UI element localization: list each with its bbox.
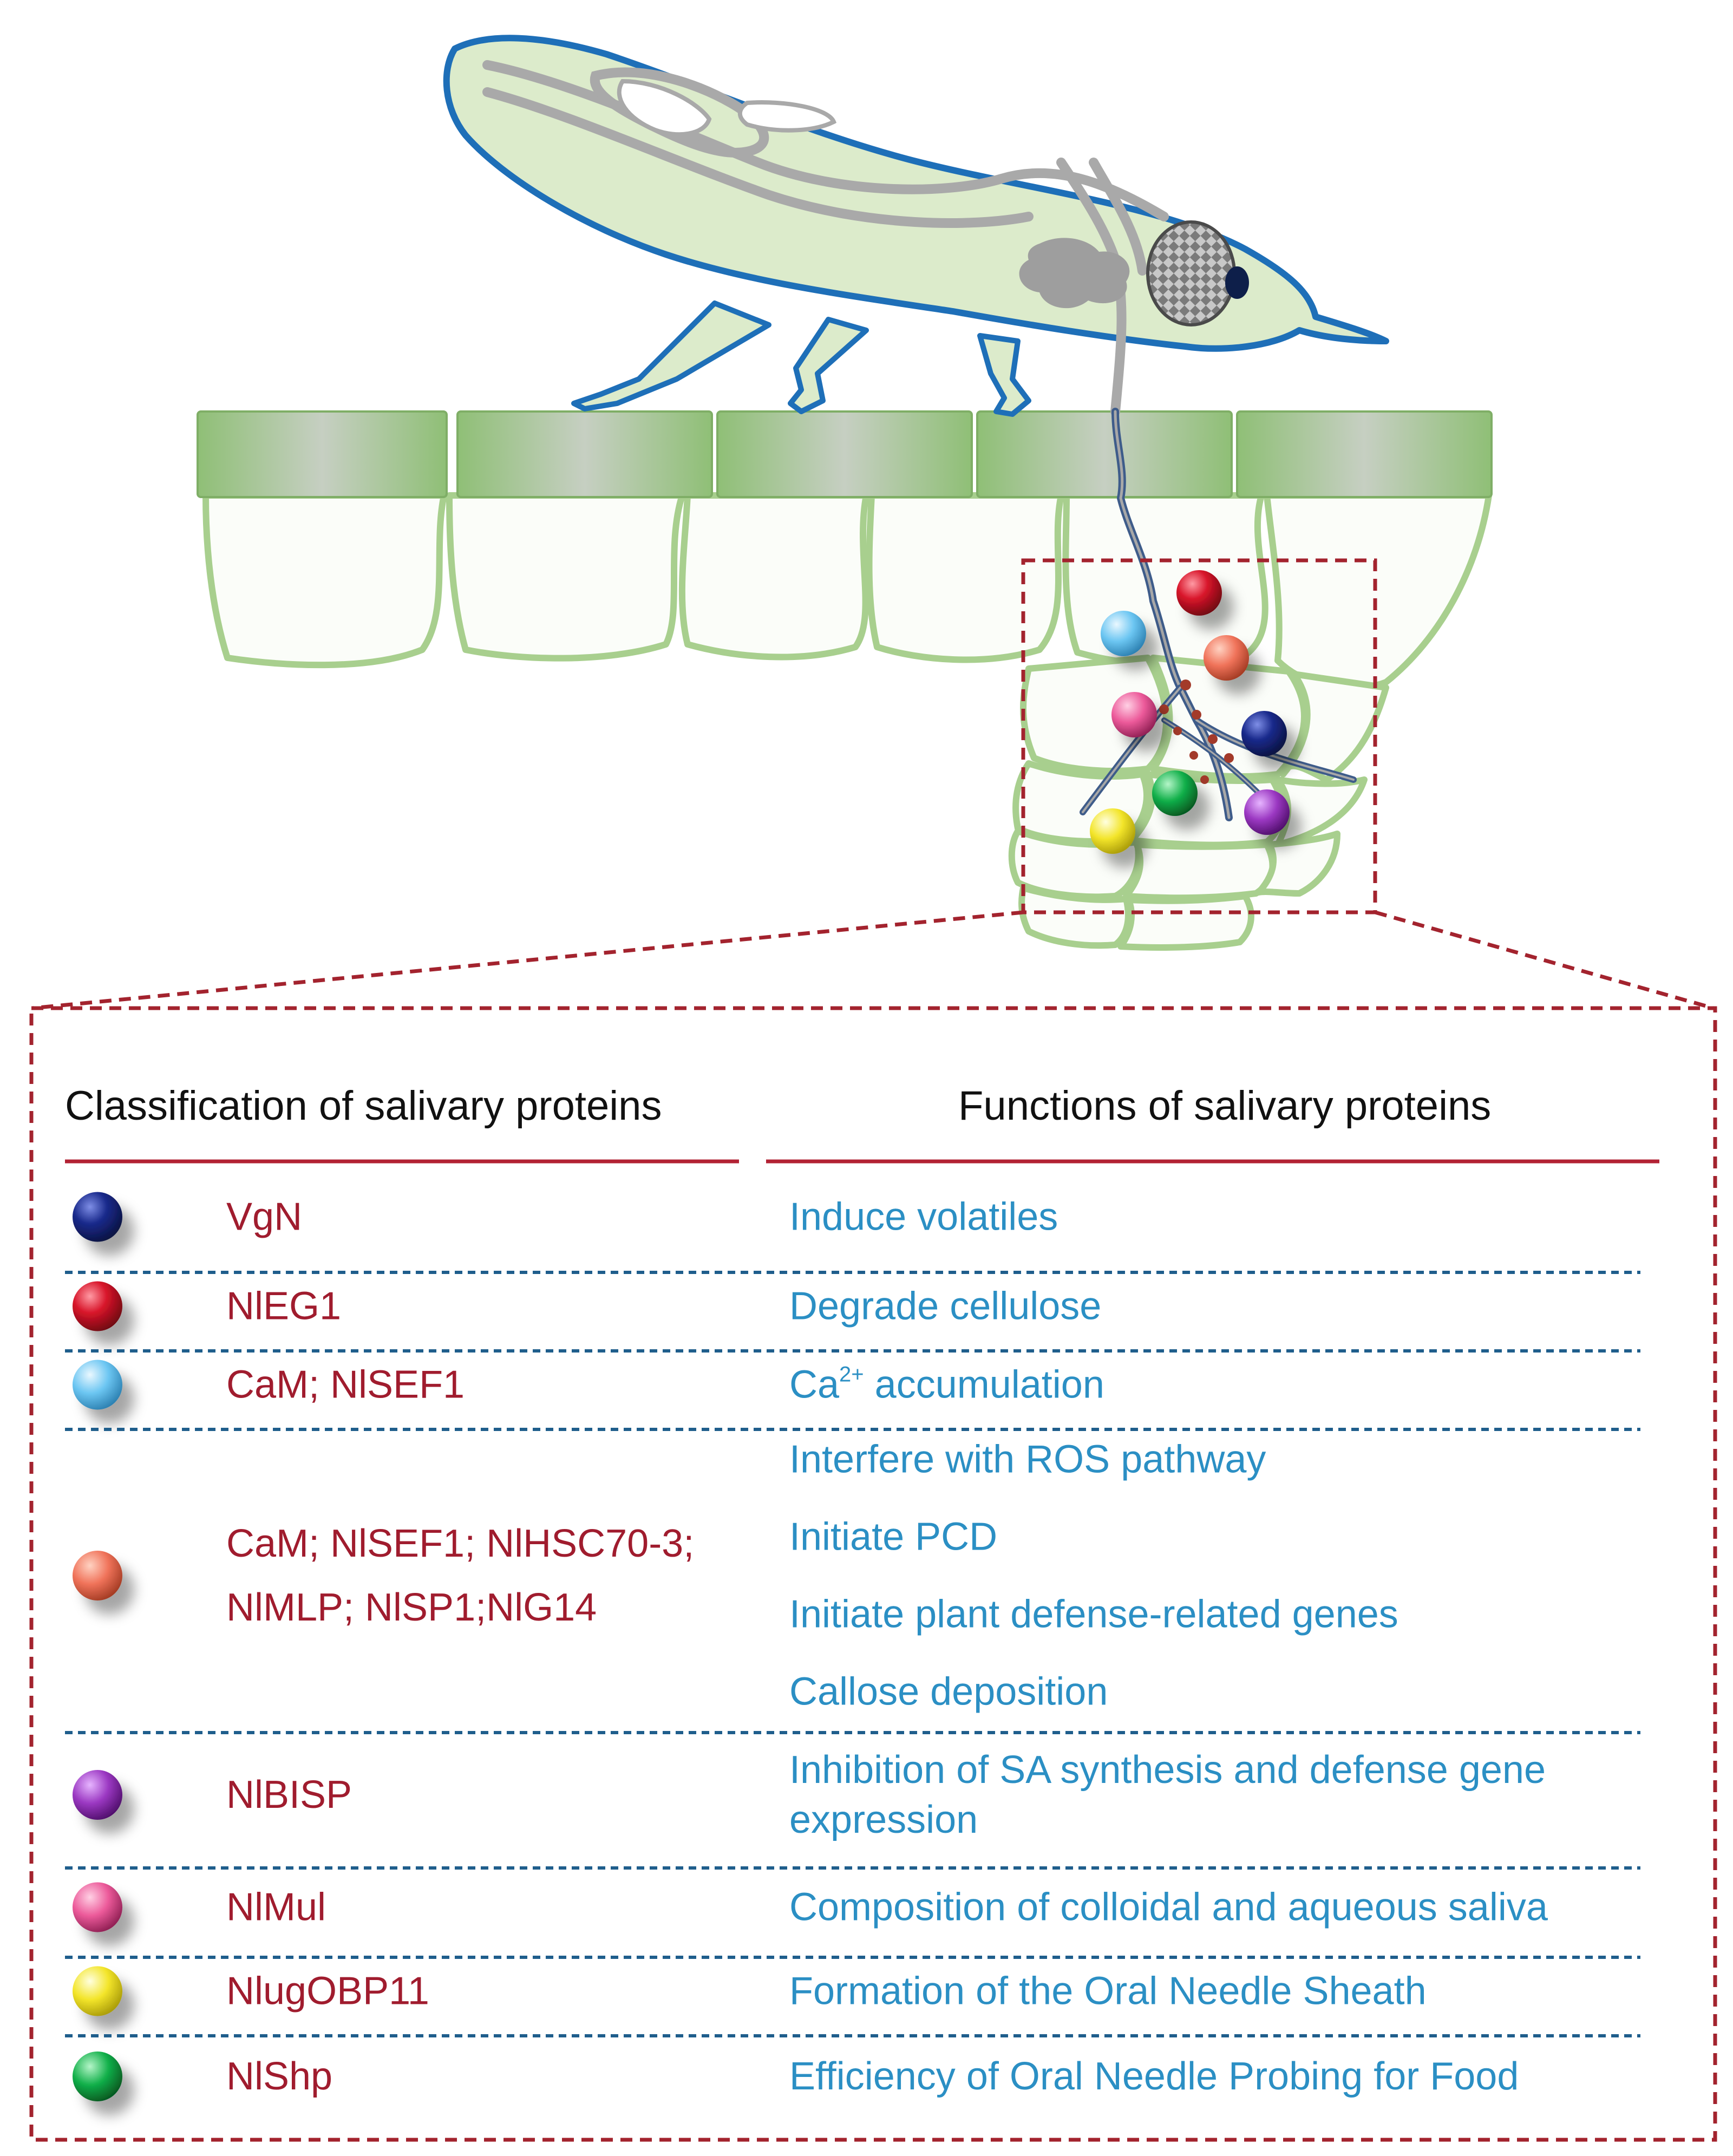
table-row: VgN Induce volatiles (73, 1192, 1058, 1242)
salivary-gland (1019, 238, 1130, 309)
protein-name: NlEG1 (226, 1285, 341, 1328)
protein-dot-green (73, 2052, 122, 2101)
insect-air-sac-2 (737, 100, 837, 133)
protein-name: NlugOBP11 (226, 1970, 429, 2013)
function-text: Efficiency of Oral Needle Probing for Fo… (789, 2055, 1519, 2098)
mesophyll-cells (202, 492, 1492, 951)
sphere-light-blue (1101, 611, 1146, 656)
function-text: Initiate plant defense-related genes (789, 1593, 1398, 1636)
stylet (1080, 408, 1357, 821)
sphere-yellow (1090, 808, 1135, 854)
insect-legs (571, 300, 1031, 417)
table-row: NlugOBP11 Formation of the Oral Needle Sh… (73, 1966, 1427, 2016)
table-row: CaM; NlSEF1; NlHSC70-3; NlMLP; NlSP1;NlG1… (73, 1438, 1398, 1714)
sphere-navy (1241, 711, 1287, 756)
function-text-superscript: 2+ (839, 1363, 864, 1387)
function-text: expression (789, 1798, 978, 1841)
epidermis (197, 410, 1493, 498)
protein-dot-purple (73, 1770, 122, 1820)
protein-name: CaM; NlSEF1 (226, 1363, 465, 1407)
table-row: NlMul Composition of colloidal and aqueou… (73, 1882, 1548, 1932)
table-row: NlShp Efficiency of Oral Needle Probing f… (73, 2052, 1519, 2101)
function-text: Formation of the Oral Needle Sheath (789, 1970, 1427, 2013)
ocellus (1225, 266, 1249, 299)
function-text-main: Ca (789, 1363, 840, 1407)
classification-header: Classification of salivary proteins (65, 1083, 662, 1129)
sphere-green (1152, 770, 1198, 816)
insect-air-sac (617, 79, 712, 137)
protein-spheres (1090, 570, 1290, 854)
function-text: Callose deposition (789, 1670, 1108, 1714)
zoom-callout (29, 558, 1717, 2142)
function-text: Inhibition of SA synthesis and defense g… (789, 1748, 1546, 1792)
sphere-salmon (1204, 635, 1249, 681)
functions-header: Functions of salivary proteins (958, 1083, 1491, 1129)
function-text: Induce volatiles (789, 1195, 1058, 1239)
function-text: Composition of colloidal and aqueous sal… (789, 1886, 1548, 1929)
function-text-tail: accumulation (864, 1363, 1104, 1407)
function-text: Initiate PCD (789, 1515, 997, 1559)
protein-name: NlMLP; NlSP1;NlG14 (226, 1586, 597, 1629)
sphere-red (1176, 570, 1222, 616)
protein-dot-salmon (73, 1551, 122, 1600)
protein-dot-yellow (73, 1966, 122, 2016)
table-frame (29, 1006, 1717, 2142)
zoom-region-box (1021, 558, 1377, 914)
protein-dot-navy (73, 1192, 122, 1242)
protein-dot-pink (73, 1882, 122, 1932)
table-row: NlBISP Inhibition of SA synthesis and def… (73, 1748, 1546, 1841)
sphere-pink (1111, 692, 1157, 737)
planthopper-illustration (443, 35, 1389, 821)
protein-name: CaM; NlSEF1; NlHSC70-3; (226, 1522, 694, 1565)
protein-name: NlShp (226, 2055, 332, 2098)
table-row: NlEG1 Degrade cellulose (73, 1281, 1101, 1331)
protein-dot-light-blue (73, 1360, 122, 1410)
protein-table: Classification of salivary proteins Funct… (65, 1083, 1659, 2101)
leaf-tissue (197, 410, 1493, 951)
compound-eye (1146, 220, 1236, 326)
protein-name: NlMul (226, 1886, 326, 1929)
function-text: Ca2+ accumulation (789, 1363, 1104, 1407)
protein-name: VgN (226, 1195, 302, 1239)
protein-name: NlBISP (226, 1773, 352, 1817)
function-text: Degrade cellulose (789, 1285, 1101, 1328)
function-text: Interfere with ROS pathway (789, 1438, 1266, 1481)
sphere-purple (1244, 789, 1290, 835)
table-row: CaM; NlSEF1 Ca2+ accumulation (73, 1360, 1104, 1410)
protein-dot-red (73, 1281, 122, 1331)
